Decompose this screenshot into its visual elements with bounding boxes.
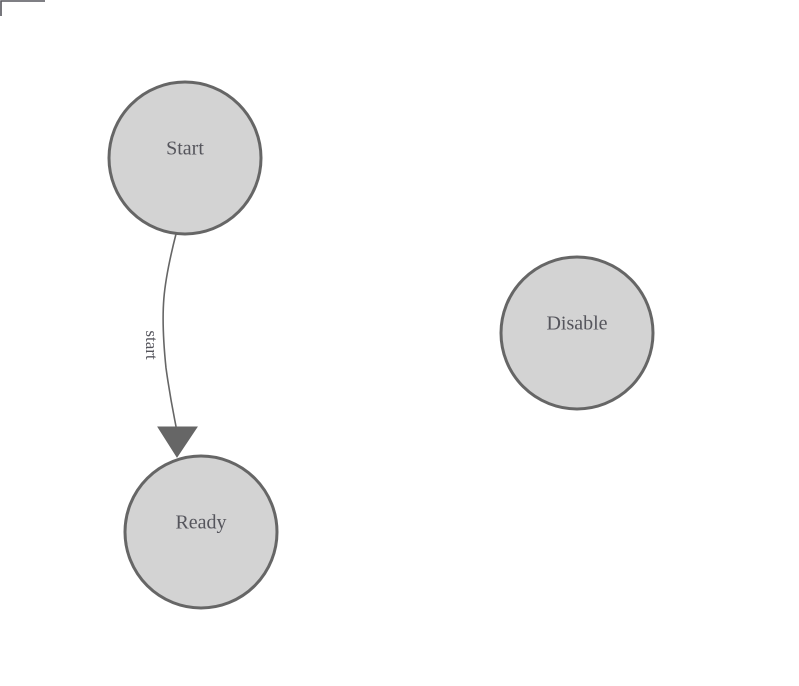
node-start[interactable]: Start — [107, 80, 263, 236]
canvas-corner-mark-icon — [0, 0, 45, 16]
node-ready[interactable]: Ready — [123, 454, 279, 610]
arrowhead-icon — [157, 426, 198, 458]
edge-start-to-ready[interactable]: start — [142, 233, 198, 458]
edge-line — [162, 233, 178, 433]
node-start-label: Start — [166, 138, 204, 160]
node-ready-circle[interactable] — [123, 454, 279, 610]
node-ready-label: Ready — [175, 512, 226, 534]
node-start-circle[interactable] — [107, 80, 263, 236]
node-disable-label: Disable — [546, 313, 607, 335]
node-disable-circle[interactable] — [499, 255, 655, 411]
node-disable[interactable]: Disable — [499, 255, 655, 411]
edge-label-start: start — [142, 330, 161, 360]
